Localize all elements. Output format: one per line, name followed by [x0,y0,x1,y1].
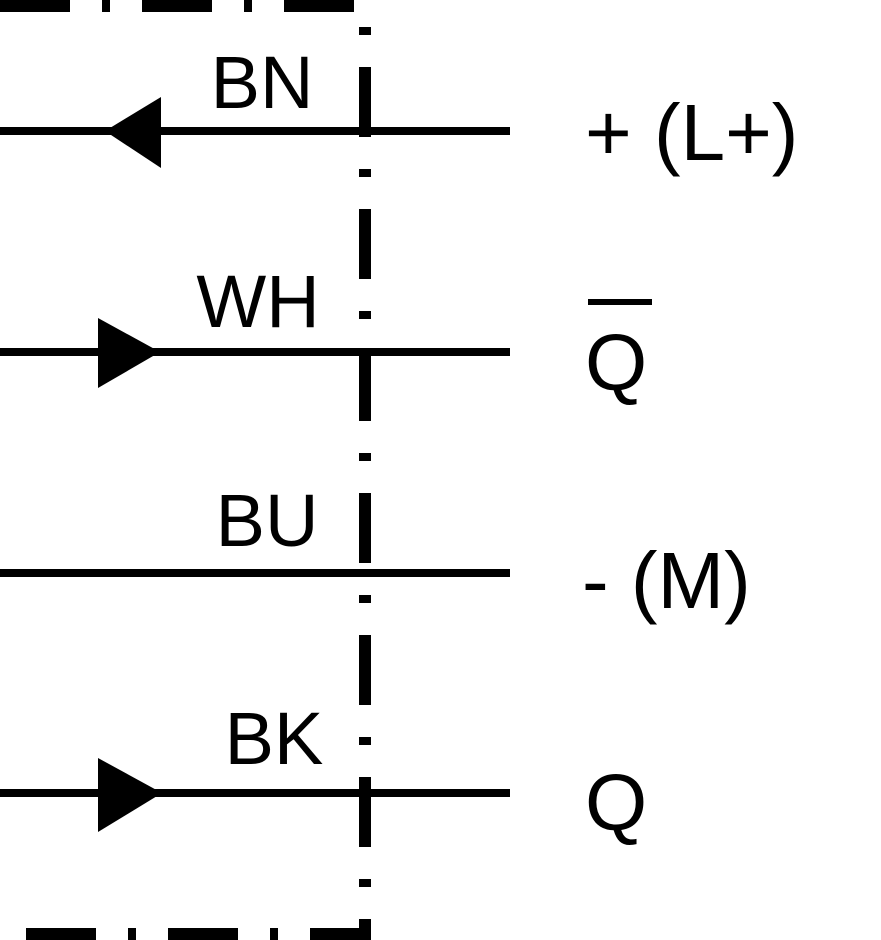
arrow-right-icon [98,758,162,832]
arrow-left-icon [105,97,161,168]
terminal-label-minus: - (M) [582,536,751,625]
wire-label-bn: BN [211,41,314,124]
wire-wh: WH Q [0,260,652,407]
terminal-label-q-bar: Q [585,318,647,407]
wire-bn: BN + (L+) [0,41,798,177]
terminal-label-q: Q [585,758,647,847]
wire-bk: BK Q [0,697,647,847]
wire-label-wh: WH [196,260,319,343]
wire-label-bu: BU [216,479,319,562]
wire-bu: BU - (M) [0,479,751,625]
wire-label-bk: BK [225,697,324,780]
arrow-right-icon [98,318,160,388]
device-boundary [0,0,371,940]
terminal-label-plus: + (L+) [585,88,798,177]
